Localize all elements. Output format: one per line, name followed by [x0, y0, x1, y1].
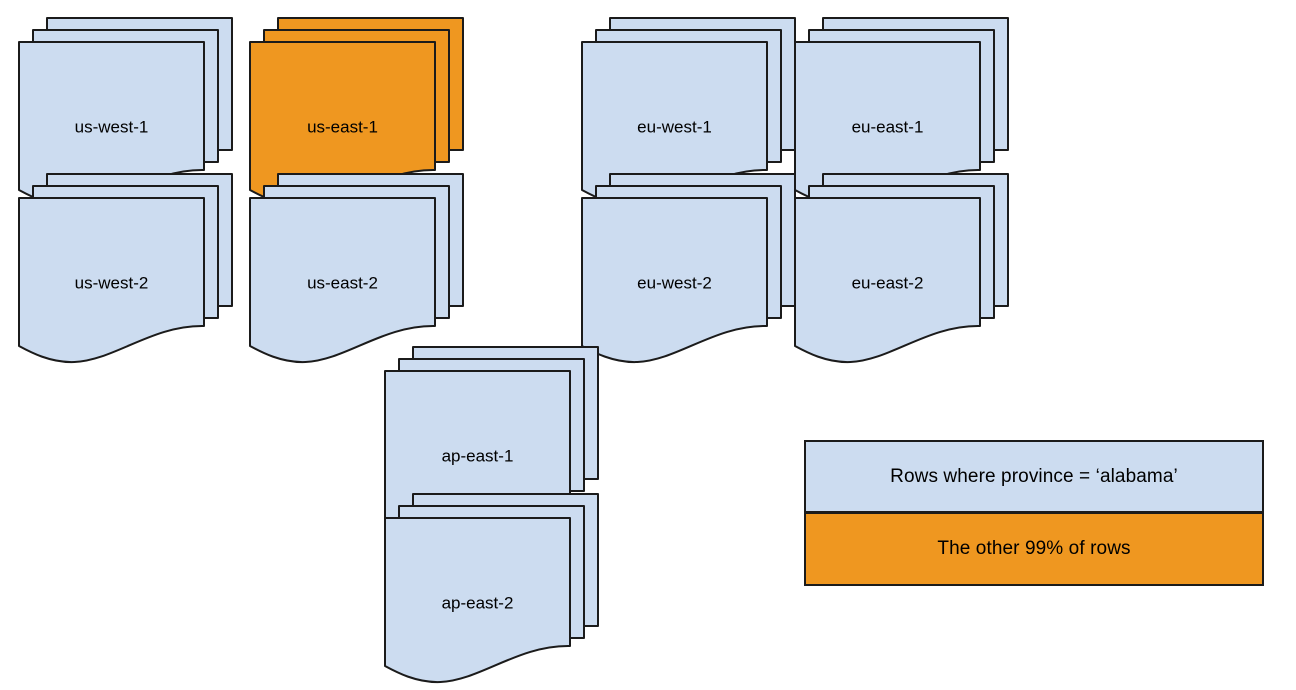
legend: Rows where province = ‘alabama’ The othe…	[804, 440, 1264, 586]
document-stack-label: eu-west-2	[637, 273, 712, 292]
legend-row-blue: Rows where province = ‘alabama’	[804, 440, 1264, 513]
document-stack-label: ap-east-1	[442, 446, 514, 465]
legend-row-orange: The other 99% of rows	[804, 513, 1264, 586]
document-stack-label: us-east-1	[307, 117, 378, 136]
document-stack-eu-west-2[interactable]: eu-west-2	[580, 172, 797, 370]
document-stack-label: eu-east-2	[852, 273, 924, 292]
legend-blue-label: Rows where province = ‘alabama’	[890, 465, 1178, 487]
document-stack-label: eu-west-1	[637, 117, 712, 136]
document-stack-label: us-west-2	[75, 273, 149, 292]
document-stack-eu-east-2[interactable]: eu-east-2	[793, 172, 1010, 370]
document-stack-label: us-east-2	[307, 273, 378, 292]
legend-orange-label: The other 99% of rows	[937, 538, 1131, 559]
document-sheet	[249, 197, 436, 364]
document-stack-us-west-1[interactable]: us-west-1	[17, 16, 234, 214]
document-stack-us-east-1[interactable]: us-east-1	[248, 16, 465, 214]
document-stack-label: us-west-1	[75, 117, 149, 136]
document-stack-label: eu-east-1	[852, 117, 924, 136]
document-stack-us-east-2[interactable]: us-east-2	[248, 172, 465, 370]
document-stack-ap-east-2[interactable]: ap-east-2	[383, 492, 600, 690]
document-stack-label: ap-east-2	[442, 593, 514, 612]
document-sheet	[18, 197, 205, 364]
document-stack-eu-east-1[interactable]: eu-east-1	[793, 16, 1010, 214]
document-stack-eu-west-1[interactable]: eu-west-1	[580, 16, 797, 214]
document-stack-us-west-2[interactable]: us-west-2	[17, 172, 234, 370]
document-sheet	[794, 197, 981, 364]
